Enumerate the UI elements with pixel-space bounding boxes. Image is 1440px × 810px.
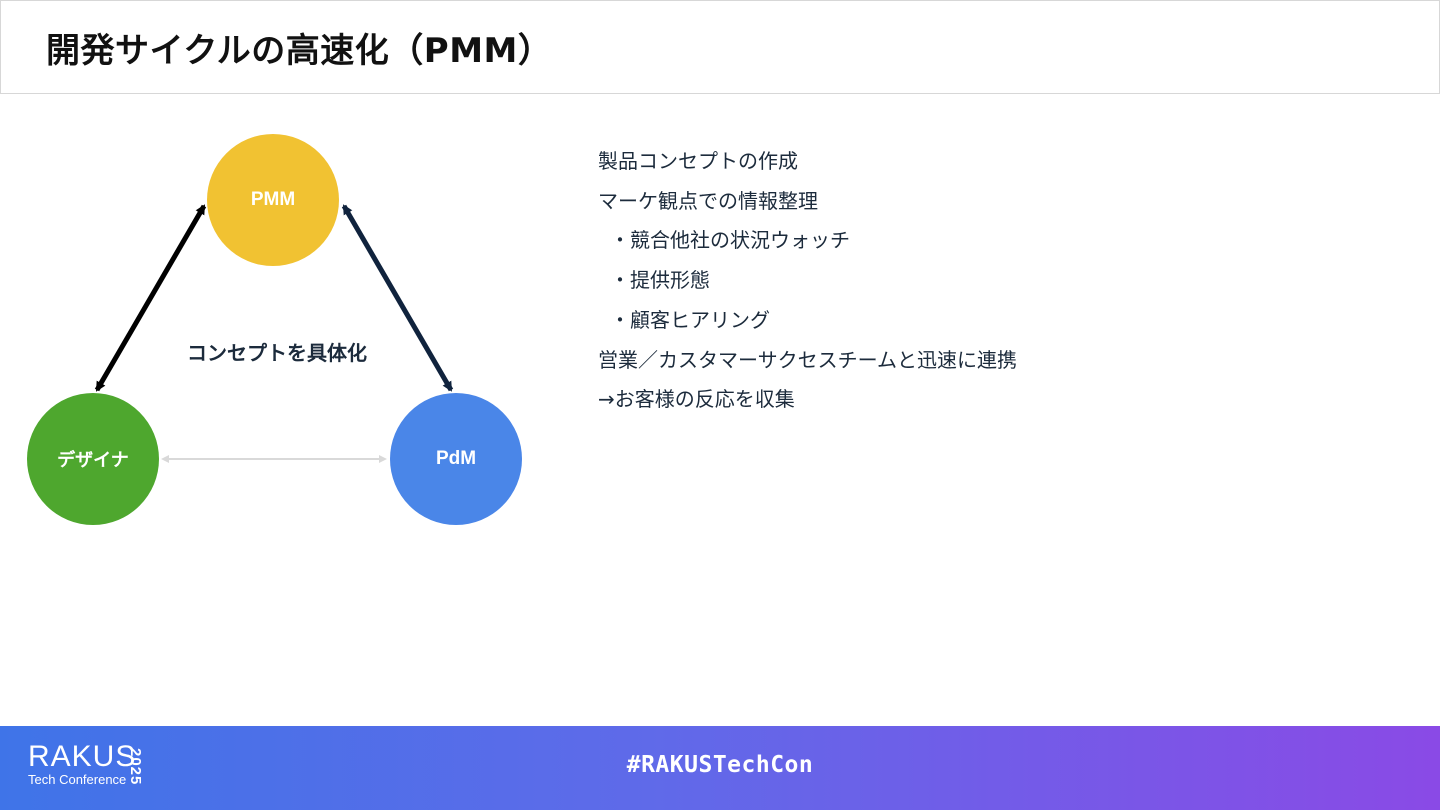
bullet-list: 製品コンセプトの作成 マーケ観点での情報整理 ・競合他社の状況ウォッチ ・提供形… <box>598 142 1017 420</box>
bullet-item: →お客様の反応を収集 <box>598 387 795 412</box>
slide-header: 開発サイクルの高速化（PMM） <box>0 0 1440 94</box>
bullet-subitem: ・競合他社の状況ウォッチ <box>610 228 850 253</box>
hashtag: #RAKUSTechCon <box>626 752 814 778</box>
slide-title: 開発サイクルの高速化（PMM） <box>46 31 553 71</box>
diagram-arrows <box>94 204 454 463</box>
node-pmm-label: PMM <box>250 189 296 210</box>
brand-logo: RAKUS Tech Conference 2025 <box>28 740 144 788</box>
node-pmm: PMM <box>207 134 339 266</box>
brand-name: RAKUS <box>28 740 137 773</box>
node-pdm-label: PdM <box>435 448 477 469</box>
brand-subtitle: Tech Conference <box>28 772 127 787</box>
diagram-center-label: コンセプトを具体化 <box>187 341 367 365</box>
role-diagram: PMM デザイナ PdM コンセプトを具体化 <box>0 94 560 554</box>
bullet-subitem: ・顧客ヒアリング <box>610 307 770 332</box>
bullet-item: 営業／カスタマーサクセスチームと迅速に連携 <box>598 347 1017 372</box>
bullet-subitem: ・提供形態 <box>610 268 710 293</box>
node-pdm: PdM <box>390 393 522 525</box>
arrow-pmm-designer <box>94 204 207 392</box>
node-designer-label: デザイナ <box>57 450 129 471</box>
slide-footer: RAKUS Tech Conference 2025 #RAKUSTechCon <box>0 726 1440 810</box>
node-designer: デザイナ <box>27 393 159 525</box>
bullet-item: マーケ観点での情報整理 <box>598 188 818 213</box>
bullet-item: 製品コンセプトの作成 <box>598 149 798 173</box>
arrow-pmm-pdm <box>341 204 454 392</box>
